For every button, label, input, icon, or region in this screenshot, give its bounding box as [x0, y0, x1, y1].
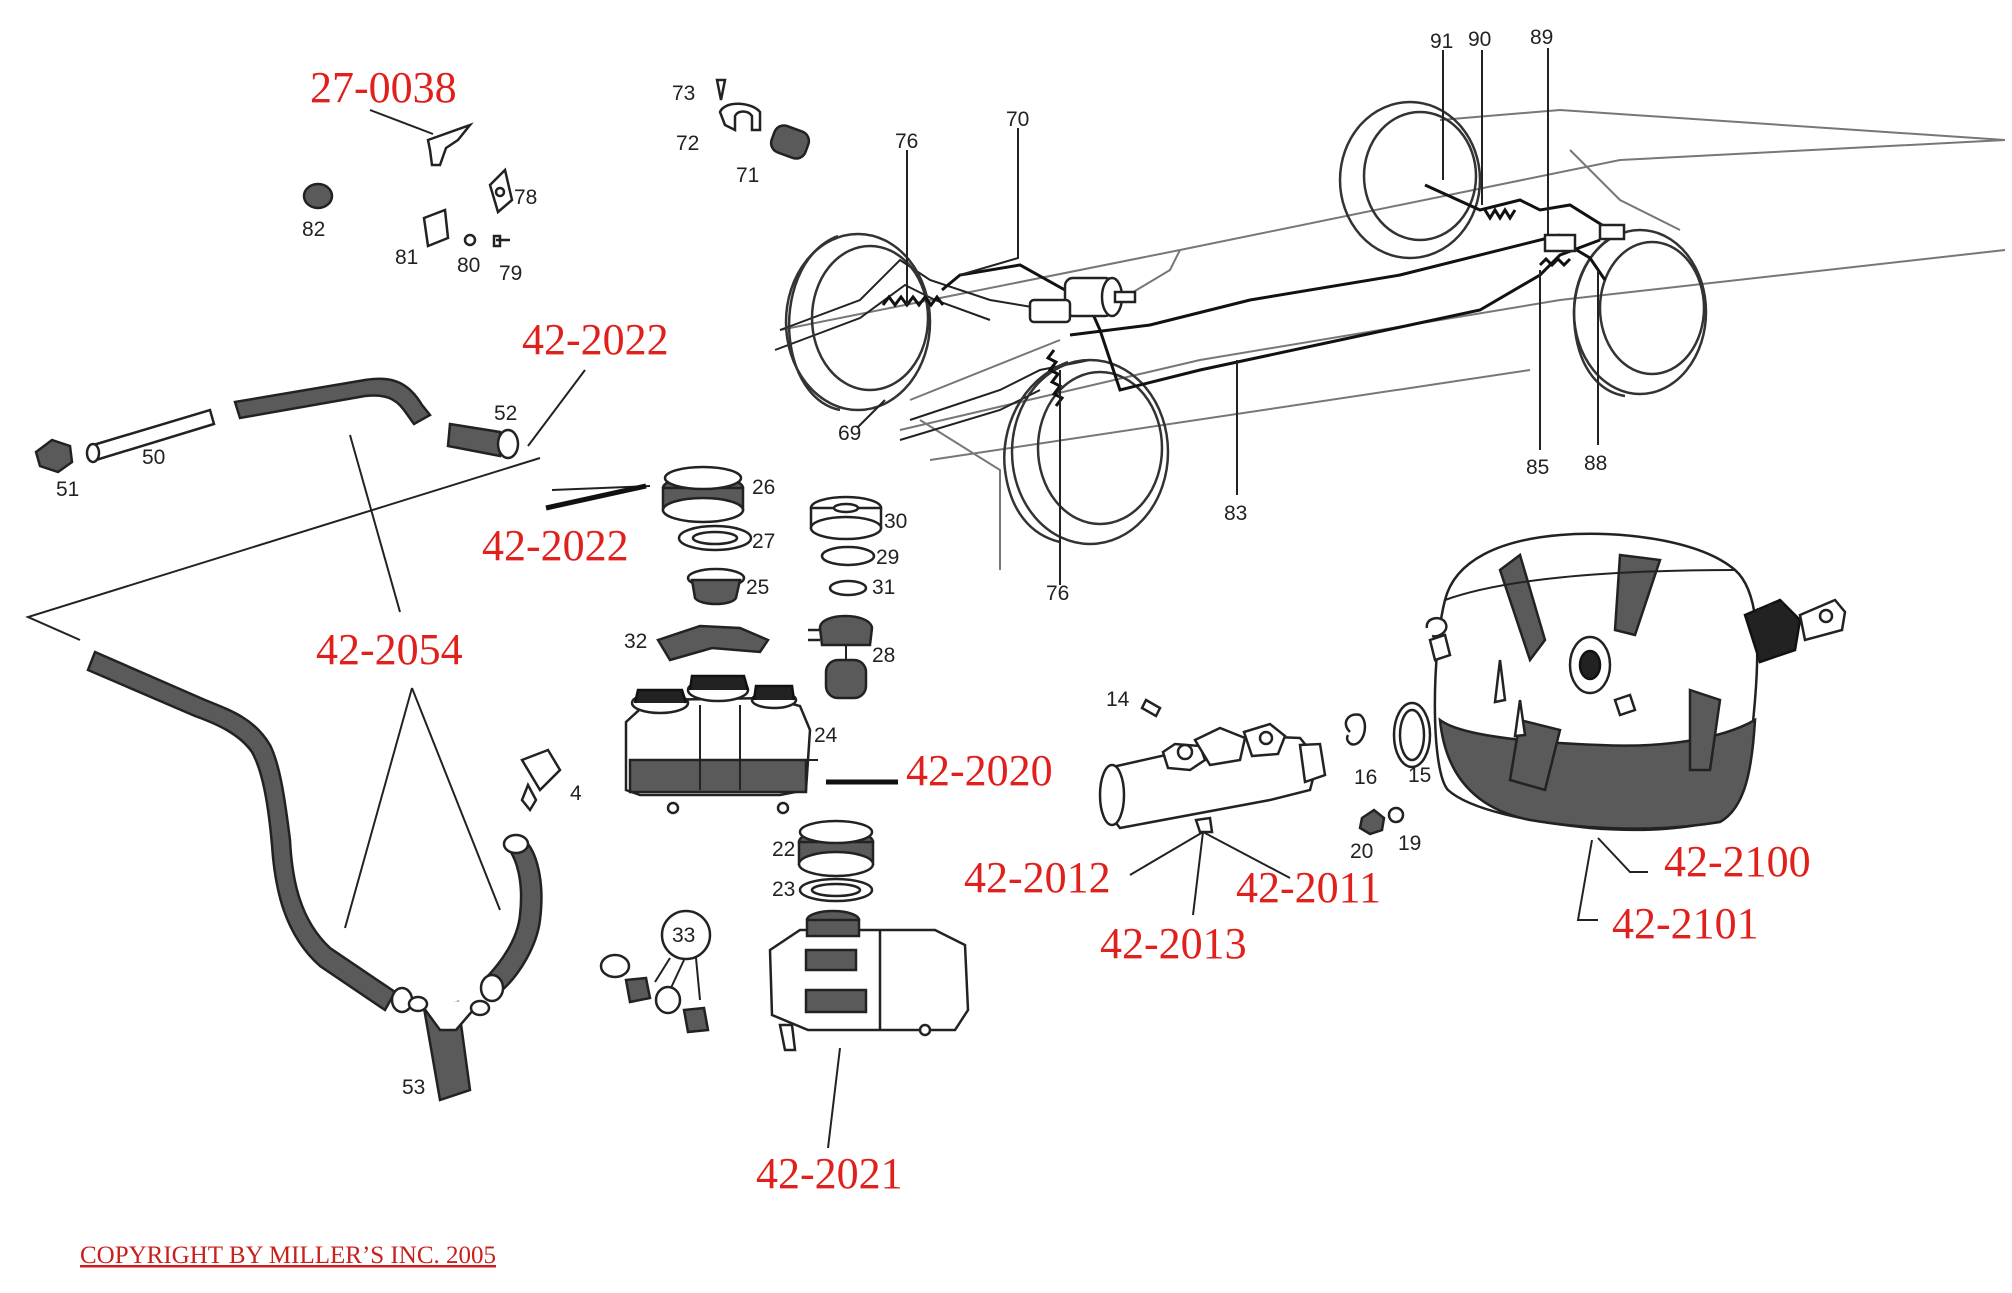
part-number-labels: 27-0038 42-2022 42-2022 42-2054 42-2020 …	[310, 63, 1811, 1198]
callout-31: 31	[872, 576, 895, 599]
callout-82: 82	[302, 218, 325, 241]
short-vacuum-hose	[482, 838, 543, 994]
elbow-4	[520, 748, 562, 793]
part-label-42-2100: 42-2100	[1664, 837, 1811, 886]
callout-90: 90	[1468, 28, 1491, 51]
callout-50: 50	[142, 446, 165, 469]
nut-51	[34, 438, 74, 474]
callout-76-bottom: 76	[1046, 582, 1069, 605]
part-label-42-2054: 42-2054	[316, 625, 463, 674]
callout-85: 85	[1526, 456, 1549, 479]
circlip-16	[1344, 713, 1367, 746]
callout-30: 30	[884, 510, 907, 533]
callout-22: 22	[772, 838, 795, 861]
part-label-42-2011: 42-2011	[1236, 863, 1381, 912]
callout-33: 33	[672, 924, 695, 947]
callout-52: 52	[494, 402, 517, 425]
callout-23: 23	[772, 878, 795, 901]
callout-19: 19	[1398, 832, 1421, 855]
check-valve-52	[446, 422, 502, 458]
part-label-27-0038: 27-0038	[310, 63, 457, 112]
callout-76-top: 76	[895, 130, 918, 153]
callout-29: 29	[876, 546, 899, 569]
callout-72: 72	[676, 132, 699, 155]
clip-hardware	[302, 78, 811, 248]
screw-73	[715, 78, 727, 101]
upper-hose	[233, 377, 432, 426]
ring-29	[820, 545, 876, 567]
callout-24: 24	[814, 724, 838, 747]
part-label-42-2021: 42-2021	[756, 1149, 903, 1198]
washer-19	[1387, 806, 1405, 824]
callout-15: 15	[1408, 764, 1431, 787]
callout-25: 25	[746, 576, 769, 599]
callout-16: 16	[1354, 766, 1377, 789]
callout-28: 28	[872, 644, 895, 667]
callout-80: 80	[457, 254, 480, 277]
washer-33	[599, 953, 631, 979]
part-label-42-2013: 42-2013	[1100, 919, 1247, 968]
ring-31	[828, 579, 868, 597]
nut-20	[1358, 808, 1386, 836]
callout-32: 32	[624, 630, 647, 653]
callout-26: 26	[752, 476, 775, 499]
callout-73: 73	[672, 82, 695, 105]
callout-83: 83	[1224, 502, 1247, 525]
cap-22	[798, 819, 874, 845]
vacuum-hose-assembly	[25, 369, 651, 1102]
strainer-25	[690, 578, 742, 606]
part-label-42-2022-cap: 42-2022	[482, 521, 629, 570]
callout-4: 4	[570, 782, 582, 805]
bleeder-14	[1140, 698, 1162, 718]
grommet-82	[302, 182, 334, 210]
master-cylinder	[1098, 698, 1432, 916]
callout-79: 79	[499, 262, 522, 285]
clamp-72	[718, 102, 762, 133]
callout-89: 89	[1530, 26, 1553, 49]
reservoir-assembly	[545, 465, 970, 1149]
callout-69: 69	[838, 422, 861, 445]
brake-booster	[1425, 532, 1847, 921]
chassis-drawing	[774, 48, 2006, 585]
part-label-42-2022-hose: 42-2022	[522, 315, 669, 364]
callout-14: 14	[1106, 688, 1130, 711]
callout-91: 91	[1430, 30, 1453, 53]
bushing-71	[769, 124, 811, 160]
callout-78: 78	[514, 186, 537, 209]
callout-20: 20	[1350, 840, 1373, 863]
callout-81: 81	[395, 246, 418, 269]
cap-26	[663, 465, 743, 491]
callout-88: 88	[1584, 452, 1607, 475]
callout-71: 71	[736, 164, 759, 187]
callout-51: 51	[56, 478, 79, 501]
callout-27: 27	[752, 530, 775, 553]
switch-28	[818, 614, 874, 647]
part-label-42-2012: 42-2012	[964, 853, 1111, 902]
clip-81	[422, 208, 450, 248]
clamp-32	[656, 624, 770, 662]
callout-53: 53	[402, 1076, 425, 1099]
reservoir-42-2021	[768, 928, 970, 1032]
clip-part-27-0038	[426, 122, 474, 167]
callout-70: 70	[1006, 108, 1029, 131]
copyright-notice: COPYRIGHT BY MILLER’S INC. 2005	[80, 1242, 496, 1269]
callout-numbers: 73 72 71 82 81 80 79 78 51 50 52 26 27 2…	[56, 26, 1607, 1099]
long-vacuum-hose	[86, 650, 397, 1012]
part-label-42-2101: 42-2101	[1612, 899, 1759, 948]
cover-30	[809, 515, 883, 541]
part-label-42-2020: 42-2020	[906, 746, 1053, 795]
